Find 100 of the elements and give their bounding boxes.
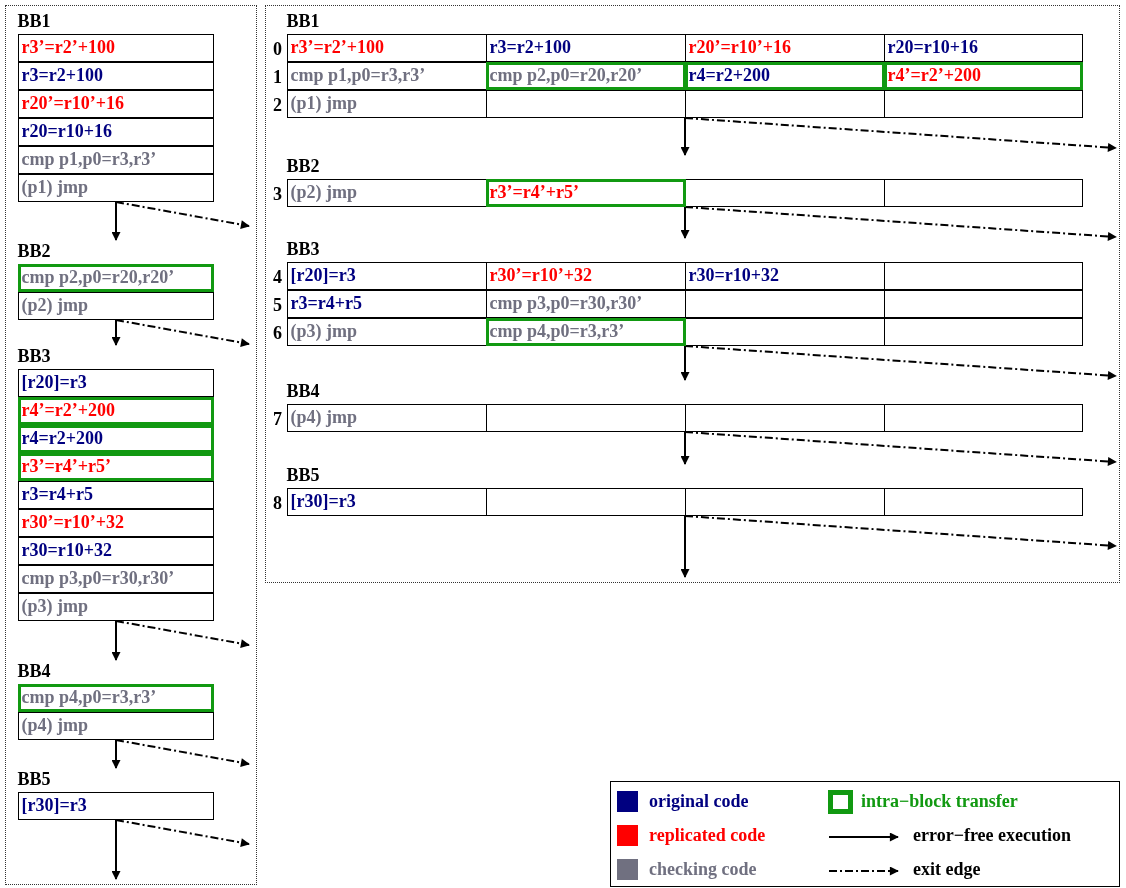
- instruction-cell: (p3) jmp: [286, 317, 487, 346]
- exit-edge-arrow: [115, 319, 250, 347]
- block-label: BB3: [17, 344, 51, 367]
- arrow: [680, 431, 690, 465]
- legend-label: original code: [649, 790, 749, 813]
- instruction-cell: r4=r2+200: [684, 61, 885, 90]
- block-label: BB1: [286, 9, 320, 32]
- row-number: 1: [273, 66, 282, 89]
- instruction-row: r3’=r2’+100: [17, 33, 214, 62]
- instruction-cell: (p2) jmp: [286, 178, 487, 207]
- block-label: BB4: [17, 659, 51, 682]
- instruction-row: r3=r2+100: [17, 61, 214, 90]
- row-number: 8: [273, 492, 282, 515]
- instruction-cell: [r30]=r3: [286, 487, 487, 516]
- row-number: 5: [273, 294, 282, 317]
- legend-label: checking code: [649, 858, 757, 881]
- empty-slot-cell: [684, 317, 885, 346]
- instruction-row: (p4) jmp: [17, 711, 214, 740]
- instruction-row: r20=r10+16: [17, 117, 214, 146]
- instruction-row: r30’=r10’+32: [17, 508, 214, 537]
- empty-slot-cell: [485, 487, 686, 516]
- empty-slot-cell: [485, 89, 686, 118]
- arrow: [680, 117, 690, 156]
- instruction-cell: r30=r10+32: [684, 261, 885, 290]
- row-number: 3: [273, 183, 282, 206]
- empty-slot-cell: [883, 289, 1083, 318]
- instruction-row: [r30]=r3: [17, 791, 214, 820]
- empty-slot-cell: [684, 487, 885, 516]
- instruction-row: (p3) jmp: [17, 592, 214, 621]
- block-label: BB1: [17, 9, 51, 32]
- arrow: [111, 620, 121, 661]
- arrow: [111, 819, 121, 880]
- instruction-row: (p2) jmp: [17, 291, 214, 320]
- row-number: 0: [273, 38, 282, 61]
- arrow: [111, 201, 121, 241]
- empty-slot-cell: [883, 317, 1083, 346]
- empty-slot-cell: [684, 289, 885, 318]
- exit-edge-arrow: [115, 819, 250, 847]
- block-label: BB3: [286, 237, 320, 260]
- dotted-panel: [5, 5, 257, 885]
- instruction-cell: r3=r2+100: [485, 33, 686, 62]
- empty-slot-cell: [883, 487, 1083, 516]
- exit-edge-arrow: [684, 431, 1117, 466]
- exit-edge-arrow: [684, 117, 1117, 152]
- instruction-cell: cmp p2,p0=r20,r20’: [485, 61, 686, 90]
- instruction-row: r4’=r2’+200: [17, 396, 214, 425]
- empty-slot-cell: [485, 403, 686, 432]
- arrow: [111, 319, 121, 346]
- instruction-row: r3=r4+r5: [17, 480, 214, 509]
- instruction-row: cmp p3,p0=r30,r30’: [17, 564, 214, 593]
- instruction-row: (p1) jmp: [17, 173, 214, 202]
- instruction-row: cmp p4,p0=r3,r3’: [17, 683, 214, 712]
- instruction-cell: [r20]=r3: [286, 261, 487, 290]
- instruction-cell: r3’=r4’+r5’: [485, 178, 686, 207]
- arrow: [680, 515, 690, 578]
- empty-slot-cell: [684, 403, 885, 432]
- empty-slot-cell: [883, 403, 1083, 432]
- arrow: [680, 345, 690, 381]
- exit-edge-arrow: [684, 345, 1117, 380]
- row-number: 6: [273, 322, 282, 345]
- instruction-row: r20’=r10’+16: [17, 89, 214, 118]
- empty-slot-cell: [684, 178, 885, 207]
- empty-slot-cell: [883, 89, 1083, 118]
- legend-label: exit edge: [913, 858, 981, 881]
- exit-edge-arrow: [684, 206, 1117, 241]
- instruction-cell: r4’=r2’+200: [883, 61, 1083, 90]
- row-number: 2: [273, 94, 282, 117]
- instruction-cell: r20’=r10’+16: [684, 33, 885, 62]
- block-label: BB4: [286, 379, 320, 402]
- empty-slot-cell: [883, 178, 1083, 207]
- exit-edge-arrow: [115, 620, 250, 648]
- block-label: BB5: [286, 463, 320, 486]
- instruction-cell: cmp p1,p0=r3,r3’: [286, 61, 487, 90]
- instruction-cell: cmp p3,p0=r30,r30’: [485, 289, 686, 318]
- arrow: [680, 206, 690, 239]
- instruction-row: cmp p1,p0=r3,r3’: [17, 145, 214, 174]
- instruction-cell: r20=r10+16: [883, 33, 1083, 62]
- instruction-row: cmp p2,p0=r20,r20’: [17, 263, 214, 292]
- legend-label: replicated code: [649, 824, 766, 847]
- row-number: 7: [273, 408, 282, 431]
- instruction-row: [r20]=r3: [17, 368, 214, 397]
- empty-slot-cell: [684, 89, 885, 118]
- dotted-panel: [265, 5, 1120, 583]
- instruction-cell: r3=r4+r5: [286, 289, 487, 318]
- block-label: BB2: [17, 239, 51, 262]
- instruction-cell: (p1) jmp: [286, 89, 487, 118]
- instruction-cell: r30’=r10’+32: [485, 261, 686, 290]
- instruction-cell: (p4) jmp: [286, 403, 487, 432]
- instruction-cell: cmp p4,p0=r3,r3’: [485, 317, 686, 346]
- empty-slot-cell: [883, 261, 1083, 290]
- exit-edge-arrow: [684, 515, 1117, 550]
- arrow: [111, 739, 121, 769]
- block-label: BB2: [286, 154, 320, 177]
- block-label: BB5: [17, 767, 51, 790]
- instruction-row: r30=r10+32: [17, 536, 214, 565]
- row-number: 4: [273, 266, 282, 289]
- exit-edge-arrow: [115, 739, 250, 767]
- instruction-cell: r3’=r2’+100: [286, 33, 487, 62]
- instruction-row: r3’=r4’+r5’: [17, 452, 214, 481]
- instruction-row: r4=r2+200: [17, 424, 214, 453]
